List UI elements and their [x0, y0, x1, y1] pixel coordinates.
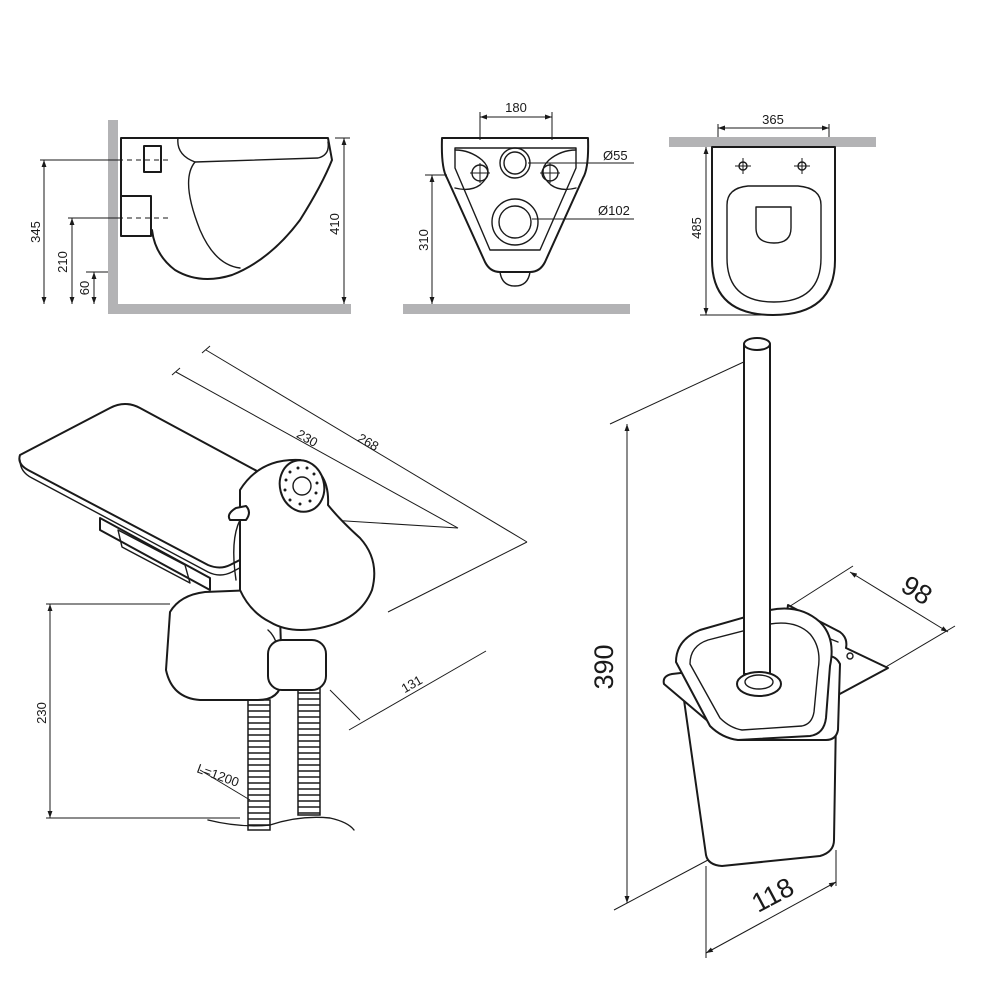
toilet-brush-holder: 390 98 118: [589, 337, 956, 958]
dim-98-label: 98: [896, 570, 937, 611]
dim-height-label: 230: [34, 702, 49, 724]
dim-180-label: 180: [505, 100, 527, 115]
toilet-top-view: 365 485: [669, 112, 876, 316]
dim-410-label: 410: [327, 213, 342, 235]
toilet-top-outline: [711, 146, 836, 316]
shower-hose-right: [297, 679, 321, 816]
dim-365-label: 365: [762, 112, 784, 127]
floor: [108, 304, 351, 314]
inlet-fitting: [143, 145, 162, 173]
dim-102-label: Ø102: [598, 203, 630, 218]
dim-131-label: 131: [399, 672, 425, 696]
toilet-side-view: 345 210 60 410: [28, 120, 351, 314]
dim-230-label: 230: [294, 426, 320, 450]
dim-345-label: 345: [28, 221, 43, 243]
wall: [669, 137, 876, 147]
outlet-fitting: [120, 195, 152, 237]
bowl-opening: [755, 206, 792, 244]
dim-390-label: 390: [589, 644, 619, 689]
dim-60-label: 60: [77, 281, 92, 295]
toilet-bowl: [120, 137, 333, 280]
dim-485-label: 485: [689, 217, 704, 239]
hose-length-label: L=1200: [195, 761, 241, 790]
dim-210-label: 210: [55, 251, 70, 273]
dim-310-label: 310: [416, 229, 431, 251]
shower-hose-left: [247, 699, 271, 831]
shower-nozzles: [283, 466, 319, 506]
floor: [403, 304, 630, 314]
wall: [108, 120, 118, 313]
dim-118-label: 118: [747, 872, 799, 919]
brush-container: [683, 699, 837, 867]
outlet-hole: [491, 198, 539, 246]
dim-55-label: Ø55: [603, 148, 628, 163]
toilet-back-outline: [440, 137, 590, 273]
toilet-back-view: 180 Ø55 Ø102 310: [403, 100, 634, 314]
brush-handle: [743, 343, 771, 675]
seat-outline: [726, 185, 822, 303]
dim-268-label: 268: [355, 430, 381, 454]
hygienic-shower-set: 230 268 131 230 L=1200: [18, 345, 528, 831]
shower-trigger: [227, 505, 250, 521]
